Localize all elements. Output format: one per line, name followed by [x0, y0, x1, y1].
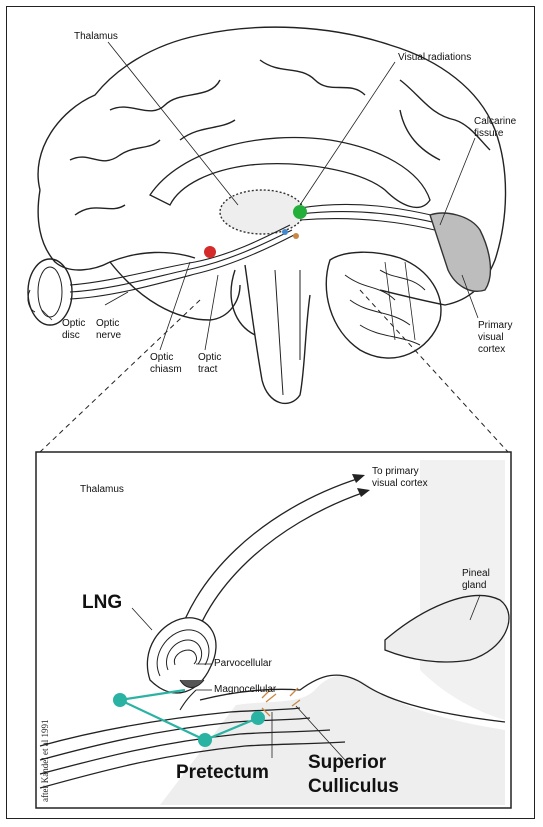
inset-label-pineal-2: gland: [462, 580, 486, 592]
label-optic-chiasm-1: Optic: [150, 352, 173, 364]
inset-label-parvocellular: Parvocellular: [214, 658, 272, 670]
inset-label-magnocellular: Magnocellular: [214, 684, 276, 696]
inset-label-to-cortex-2: visual cortex: [372, 478, 428, 490]
inset-label-to-cortex-1: To primary: [372, 466, 419, 478]
credit-text: after Kandel et al 1991: [40, 692, 50, 802]
thalamus-region: [220, 190, 304, 234]
label-optic-nerve-1: Optic: [96, 318, 119, 330]
cerebellum: [326, 252, 441, 358]
inset-label-superior-1: Superior: [308, 752, 386, 774]
eye: [28, 259, 72, 325]
callout-line-right: [360, 290, 508, 452]
teal-node-3: [251, 711, 265, 725]
label-calcarine-2: fissure: [474, 128, 503, 140]
label-primary-3: cortex: [478, 344, 505, 356]
label-optic-tract-2: tract: [198, 364, 217, 376]
label-optic-disc-1: Optic: [62, 318, 85, 330]
inset-label-lng: LNG: [82, 592, 122, 614]
label-calcarine-1: Calcarine: [474, 116, 516, 128]
inset-label-pineal-1: Pineal: [462, 568, 490, 580]
inset-panel: [36, 452, 511, 808]
label-optic-disc-2: disc: [62, 330, 80, 342]
label-primary-2: visual: [478, 332, 504, 344]
inset-label-thalamus: Thalamus: [80, 484, 124, 496]
teal-node-1: [113, 693, 127, 707]
teal-node-2: [198, 733, 212, 747]
label-optic-chiasm-2: chiasm: [150, 364, 182, 376]
label-optic-nerve-2: nerve: [96, 330, 121, 342]
label-visual-radiations: Visual radiations: [398, 52, 471, 64]
label-primary-1: Primary: [478, 320, 512, 332]
inset-label-superior-2: Culliculus: [308, 776, 399, 798]
inset-label-pretectum: Pretectum: [176, 762, 269, 784]
green-marker: [293, 205, 307, 219]
primary-visual-cortex: [430, 213, 490, 291]
red-marker: [204, 246, 216, 258]
label-thalamus: Thalamus: [74, 31, 118, 43]
brain-sagittal: [28, 27, 508, 452]
label-optic-tract-1: Optic: [198, 352, 221, 364]
